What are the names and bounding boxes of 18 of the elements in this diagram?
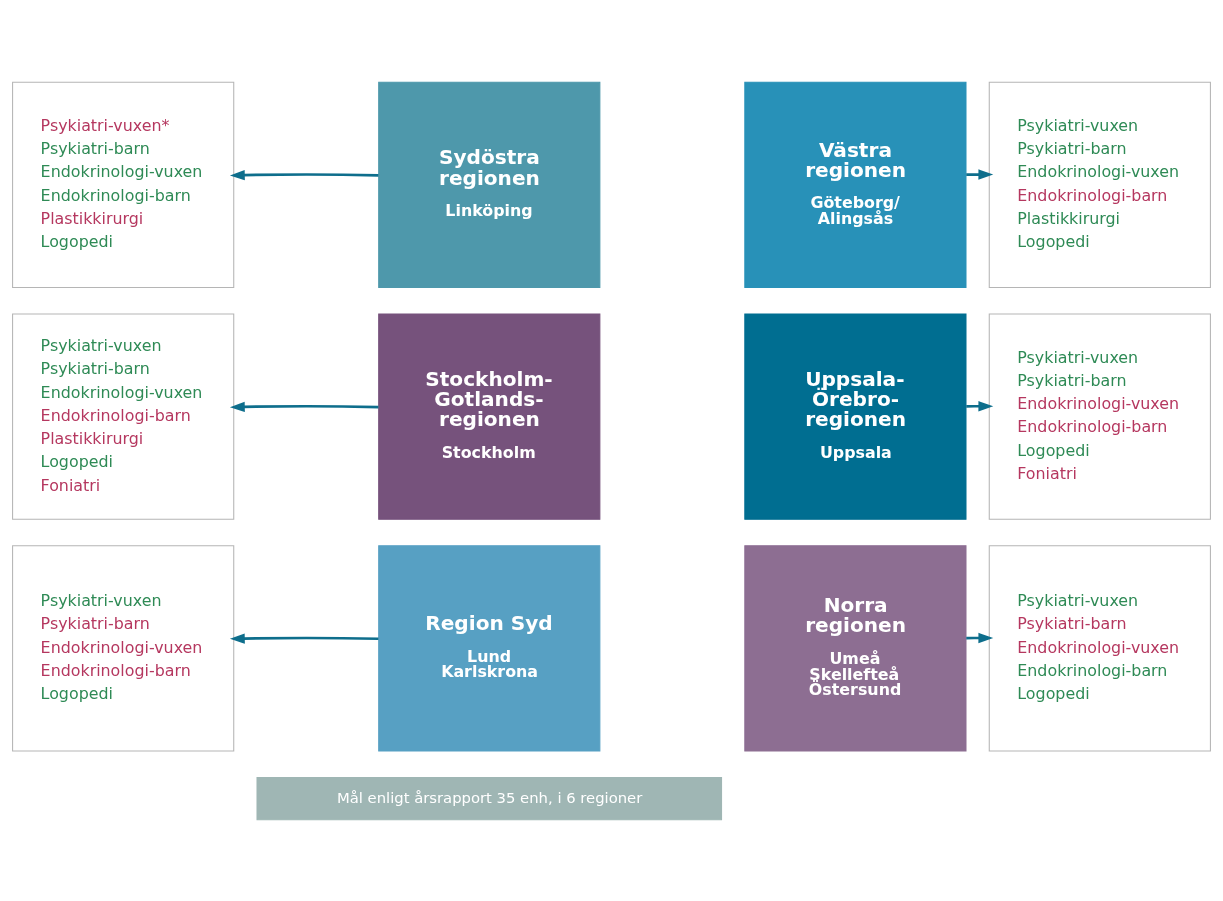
node-box: Psykiatri-vuxen Psykiatri-barn Endokrinologi-vuxen Endokrinologi-barn Logopedi [12, 544, 235, 751]
node-box: Stockholm-Gotlands-regionen Stockholm [378, 312, 601, 520]
arrow [229, 169, 379, 180]
node-box: Västra regionen Göteborg/Alingsås [744, 81, 967, 288]
node-box: Uppsala-Örebro-regionen Uppsala [744, 312, 967, 520]
node-box: Region Syd Lund Karlskrona [378, 544, 601, 751]
arrow [229, 401, 379, 412]
node-box: Psykiatri-vuxen Psykiatri-barn Endokrinologi-vuxen Endokrinologi-barn Logopedi Foniatri [988, 312, 1211, 520]
arrow [966, 168, 994, 180]
node-box: Psykiatri-vuxen* Psykiatri-barn Endokrinologi-vuxen Endokrinologi-barn Plastikkirurgi Logopedi [12, 81, 235, 288]
arrow [966, 400, 994, 411]
node-box: Psykiatri-vuxen Psykiatri-barn Endokrinologi-vuxen Endokrinologi-barn Plastikkirurgi Logopedi [988, 81, 1211, 288]
node-box: Psykiatri-vuxen Psykiatri-barn Endokrinologi-vuxen Endokrinologi-barn Logopedi [988, 544, 1211, 751]
node-box: Psykiatri-vuxen Psykiatri-barn Endokrinologi-vuxen Endokrinologi-barn Plastikkirurgi Logopedi Foniatri [12, 312, 235, 520]
node-box: Mål enligt årsrapport 35 enh, i 6 regioner [256, 776, 723, 820]
node-box: Sydöstra regionen Linköping [378, 81, 601, 288]
node-box: Norra regionen Umeå Skellefteå Östersund [744, 544, 967, 751]
arrow [229, 632, 379, 644]
